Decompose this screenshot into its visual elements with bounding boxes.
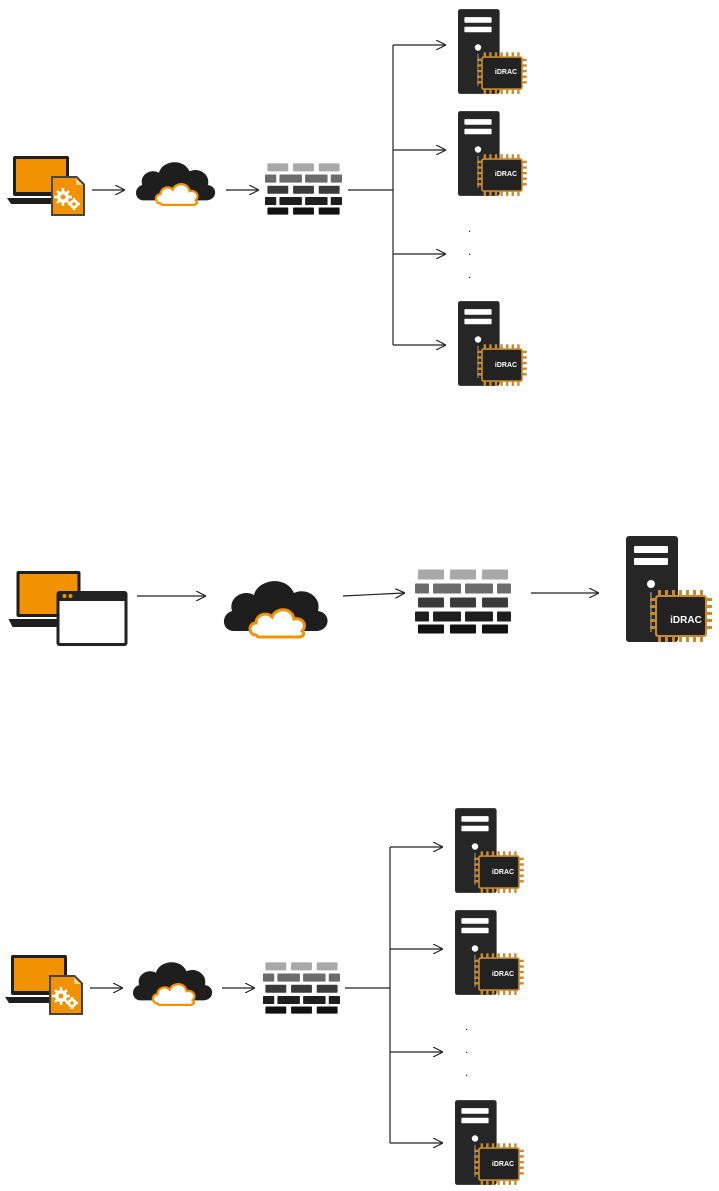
- idrac-chip-label: iDRAC: [495, 69, 517, 76]
- fanout-connector: [345, 847, 390, 1143]
- server-idrac: iDRAC: [455, 1100, 524, 1185]
- idrac-chip-label: iDRAC: [670, 615, 702, 626]
- diagram-middle: iDRAC: [9, 536, 713, 646]
- ellipsis-dot: .: [465, 1042, 468, 1056]
- ellipsis-dot: .: [468, 221, 471, 235]
- firewall-icon: [263, 962, 340, 1013]
- server-idrac: iDRAC: [455, 808, 524, 893]
- ellipsis-dot: .: [468, 244, 471, 258]
- server-idrac: iDRAC: [626, 536, 712, 642]
- ellipsis-dot: .: [468, 267, 471, 281]
- ellipsis: . . .: [468, 221, 471, 281]
- idrac-chip-label: iDRAC: [492, 869, 514, 876]
- idrac-chip-label: iDRAC: [495, 171, 517, 178]
- server-idrac-icon: [455, 808, 524, 893]
- server-idrac-icon: [458, 9, 527, 94]
- server-idrac: iDRAC: [458, 9, 527, 94]
- cloud-icon: [136, 162, 215, 205]
- server-idrac-icon: [626, 536, 712, 642]
- fanout-connector: [348, 45, 393, 345]
- ellipsis: . . .: [465, 1019, 468, 1079]
- cloud-icon: [133, 962, 212, 1005]
- idrac-chip-label: iDRAC: [492, 971, 514, 978]
- server-idrac: iDRAC: [458, 111, 527, 196]
- firewall-icon: [265, 163, 342, 214]
- server-idrac-icon: [458, 111, 527, 196]
- idrac-chip-label: iDRAC: [495, 362, 517, 369]
- ellipsis-dot: .: [465, 1019, 468, 1033]
- diagram-top: iDRAC iDRAC . . . iDRAC: [7, 9, 527, 386]
- arrow: [343, 593, 404, 596]
- cloud-icon: [224, 581, 328, 637]
- idrac-chip-label: iDRAC: [492, 1161, 514, 1168]
- firewall-icon: [415, 570, 511, 634]
- server-idrac-icon: [455, 910, 524, 995]
- laptop-script-icon: [7, 156, 85, 216]
- server-idrac: iDRAC: [458, 301, 527, 386]
- diagram-bottom: iDRAC iDRAC . . . iDRAC: [5, 808, 524, 1185]
- server-idrac-icon: [458, 301, 527, 386]
- laptop-script-icon: [5, 955, 83, 1015]
- laptop-browser-icon: [9, 571, 128, 646]
- server-idrac: iDRAC: [455, 910, 524, 995]
- server-idrac-icon: [455, 1100, 524, 1185]
- ellipsis-dot: .: [465, 1065, 468, 1079]
